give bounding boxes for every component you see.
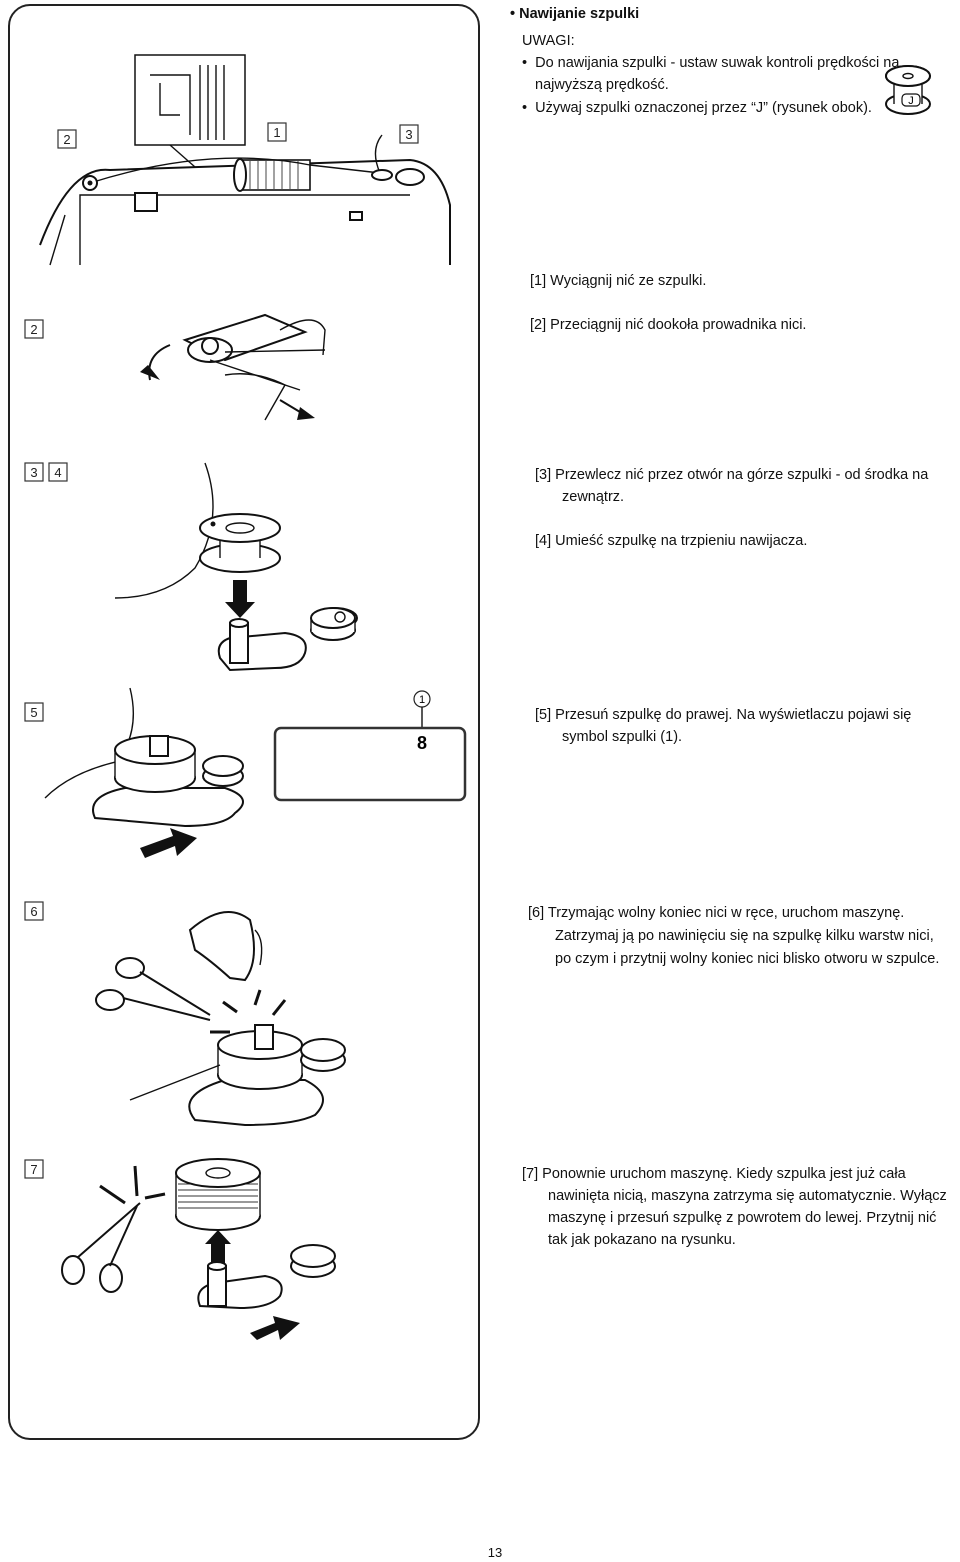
step-34-illustration: 3 4 [24,462,358,672]
step-3-text-cont: zewnątrz. [562,489,625,505]
label-step-5: 5 [30,705,37,720]
step-3-text: [3] Przewlecz nić przez otwór na górze s… [535,467,929,483]
bobbin-j-icon: J [885,65,931,115]
note-1-cont: najwyższą prędkość. [535,77,669,93]
label-step-7: 7 [30,1162,37,1177]
label-step-5-circle: 1 [419,694,425,706]
page-number: 13 [487,1545,503,1560]
note-2-text: Używaj szpulki oznaczonej przez “J” (rys… [535,100,872,116]
label-top-1: 1 [273,125,280,140]
step-4-text: [4] Umieść szpulkę na trzpieniu nawijacz… [535,533,808,549]
note-label: UWAGI: [522,33,575,49]
figure-panel [8,4,480,1440]
note-1-text: Do nawijania szpulki - ustaw suwak kontr… [535,55,900,71]
step-7-text: [7] Ponownie uruchom maszynę. Kiedy szpu… [522,1166,906,1182]
step-6-text-cont-1: Zatrzymaj ją po nawinięciu się na szpulk… [555,928,934,944]
section-title-text: Nawijanie szpulki [519,6,640,22]
step-5-illustration: 5 1 8 [24,687,467,858]
label-top-2: 2 [63,132,70,147]
label-top-3: 3 [405,127,412,142]
winder-stopper-icon [310,607,356,641]
label-step-4: 4 [54,465,61,480]
machine-top-illustration: 2 1 3 [39,54,451,266]
step-7-text-cont-2: maszynę i przesuń szpulkę z powrotem do … [548,1210,937,1226]
note-2: • Używaj szpulki oznaczonej przez “J” (r… [522,100,872,116]
bobbin-j-mark: J [908,95,914,107]
section-title: • Nawijanie szpulki [510,6,640,22]
step-7-text-cont-1: nawinięta nicią, maszyna zatrzyma się au… [548,1188,947,1204]
step-2-illustration: 2 [24,313,326,421]
step-6-illustration: 6 [24,901,346,1127]
step-5-text-cont: symbol szpulki (1). [562,729,683,745]
note-1: • Do nawijania szpulki - ustaw suwak kon… [522,55,900,71]
label-step-2: 2 [30,322,37,337]
label-step-6: 6 [30,904,37,919]
step-7-text-cont-3: tak jak pokazano na rysunku. [548,1232,736,1248]
label-step-3: 3 [30,465,37,480]
step-7-illustration: 7 [24,1158,336,1340]
step-2-text: [2] Przeciągnij nić dookoła prowadnika n… [530,317,807,333]
step-5-text: [5] Przesuń szpulkę do prawej. Na wyświe… [535,707,912,723]
step-1-text: [1] Wyciągnij nić ze szpulki. [530,273,707,289]
display-bobbin-symbol: 8 [417,733,427,753]
step-6-text: [6] Trzymając wolny koniec nici w ręce, … [528,905,905,921]
step-6-text-cont-2: po czym i przytnij wolny koniec nici bli… [555,951,940,967]
